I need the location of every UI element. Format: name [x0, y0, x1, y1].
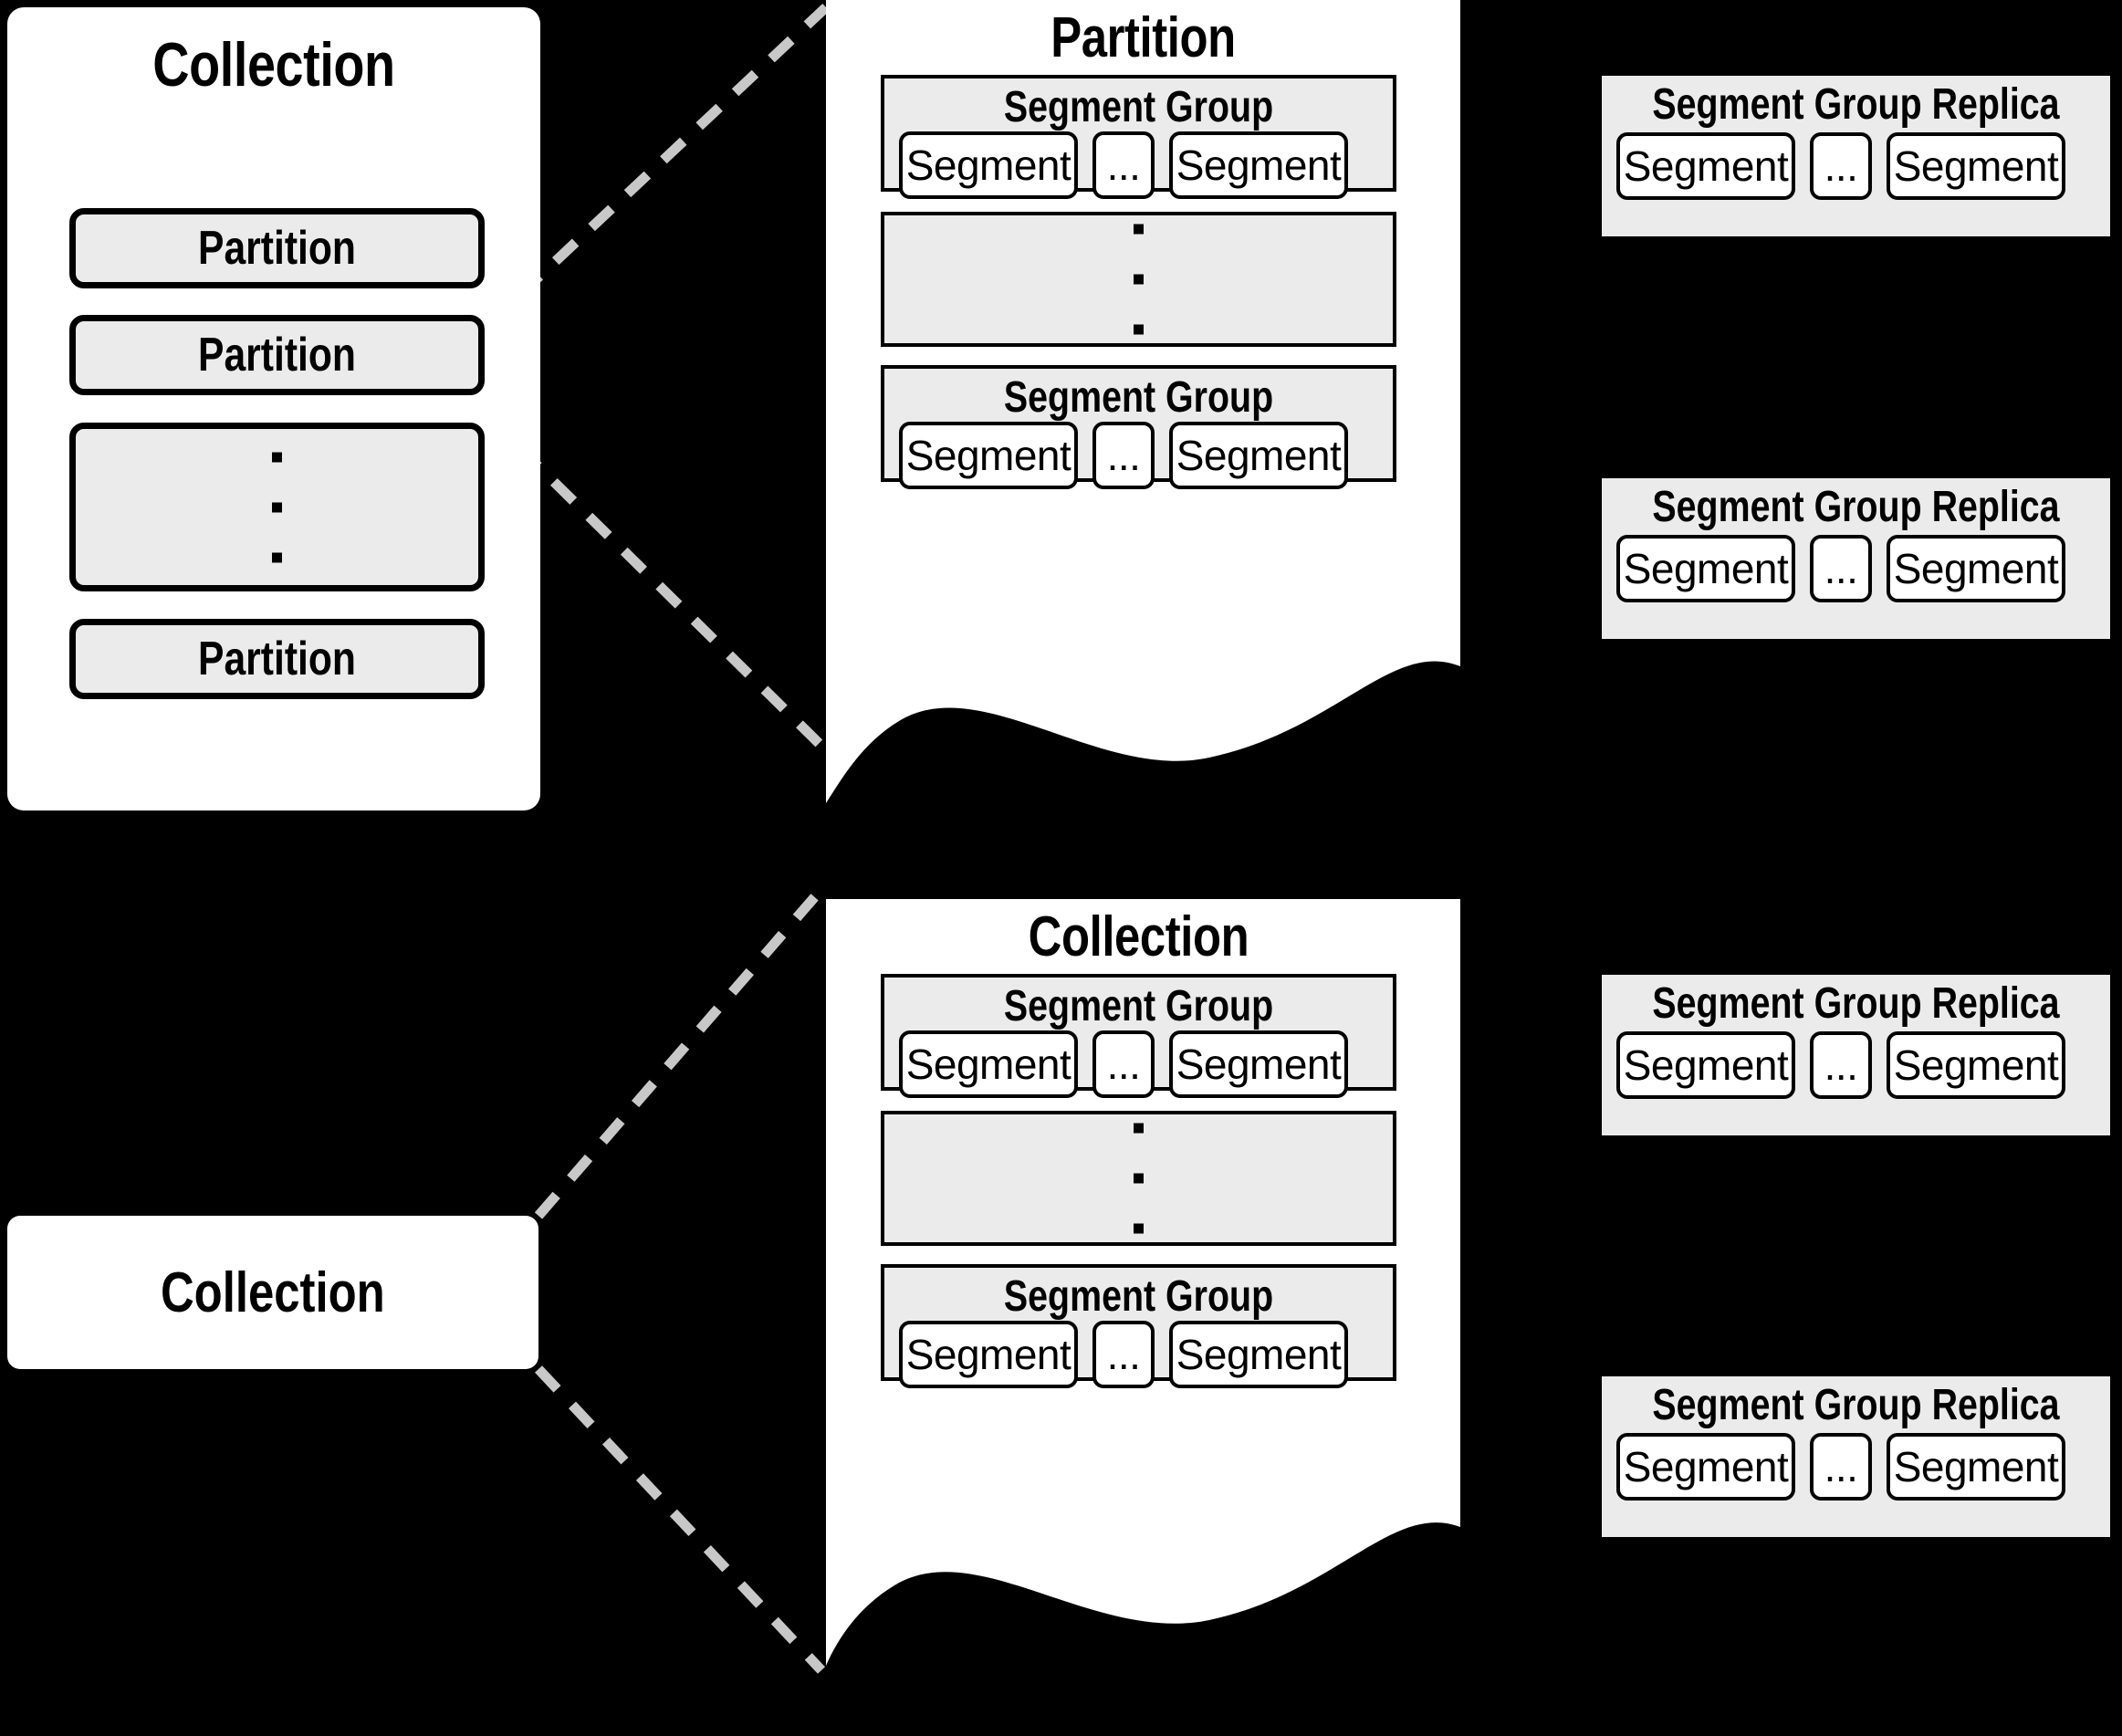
segment-group-replica-title: Segment Group Replica: [1652, 80, 2060, 129]
segment-ellipsis-icon: ...: [1810, 1433, 1872, 1501]
segment-group-ellipsis: [881, 212, 1396, 347]
segment-chip[interactable]: Segment: [1616, 1031, 1795, 1099]
segment-group-3[interactable]: Segment Group Segment ... Segment: [881, 974, 1396, 1098]
partition-row-label: Partition: [198, 222, 356, 275]
segment-ellipsis-icon: ...: [1092, 1030, 1155, 1098]
segment-group-replica-title: Segment Group Replica: [1652, 483, 2060, 531]
collection-node-label: Collection: [161, 1260, 385, 1324]
segment-chip[interactable]: Segment: [1169, 131, 1348, 199]
partition-row-label: Partition: [198, 329, 356, 382]
segment-chip[interactable]: Segment: [1887, 1031, 2065, 1099]
partition-row-2[interactable]: Partition: [69, 315, 485, 395]
collection-panel: Collection Partition Partition Partition: [7, 7, 540, 810]
segment-group-4[interactable]: Segment Group Segment ... Segment: [881, 1264, 1396, 1388]
segment-group-replica-2[interactable]: Segment Group Replica Segment ... Segmen…: [1602, 478, 2110, 639]
segment-ellipsis-icon: ...: [1810, 535, 1872, 602]
segment-chip[interactable]: Segment: [899, 422, 1078, 489]
segment-ellipsis-icon: ...: [1810, 1031, 1872, 1099]
partition-row-ellipsis: [69, 423, 485, 591]
collection-node[interactable]: Collection: [7, 1216, 538, 1369]
segment-chip[interactable]: Segment: [1169, 422, 1348, 489]
segment-chip[interactable]: Segment: [1169, 1321, 1348, 1388]
segment-row: Segment ... Segment: [899, 422, 1348, 489]
segment-chip[interactable]: Segment: [1887, 1433, 2065, 1501]
segment-group-2[interactable]: Segment Group Segment ... Segment: [881, 365, 1396, 489]
collection-panel-title: Collection: [152, 30, 395, 99]
segment-group-title: Segment Group: [1003, 373, 1274, 422]
segment-chip[interactable]: Segment: [1887, 535, 2065, 602]
partition-row-1[interactable]: Partition: [69, 208, 485, 288]
collection-detail-panel-title: Collection: [1028, 905, 1249, 968]
segment-group-replica-3[interactable]: Segment Group Replica Segment ... Segmen…: [1602, 975, 2110, 1135]
segment-ellipsis-icon: ...: [1092, 131, 1155, 199]
segment-chip[interactable]: Segment: [1616, 1433, 1795, 1501]
connector-collection-bottom: [534, 1365, 826, 1674]
segment-group-title: Segment Group: [1003, 83, 1274, 131]
partition-panel: Partition Segment Group Segment ... Segm…: [826, 0, 1460, 826]
collection-detail-panel: Collection Segment Group Segment ... Seg…: [817, 899, 1460, 1736]
partition-panel-title: Partition: [1051, 6, 1236, 69]
partition-row-3[interactable]: Partition: [69, 619, 485, 699]
vertical-ellipsis-icon: [76, 452, 478, 562]
segment-group-1[interactable]: Segment Group Segment ... Segment: [881, 75, 1396, 199]
segment-ellipsis-icon: ...: [1092, 422, 1155, 489]
connector-collection-top: [534, 891, 821, 1219]
segment-row: Segment ... Segment: [1616, 1031, 2065, 1099]
segment-row: Segment ... Segment: [899, 1030, 1348, 1098]
segment-row: Segment ... Segment: [1616, 132, 2065, 200]
segment-row: Segment ... Segment: [899, 1321, 1348, 1388]
segment-chip[interactable]: Segment: [1616, 535, 1795, 602]
segment-chip[interactable]: Segment: [1169, 1030, 1348, 1098]
segment-group-replica-title: Segment Group Replica: [1652, 1381, 2060, 1429]
segment-chip[interactable]: Segment: [899, 1030, 1078, 1098]
segment-row: Segment ... Segment: [899, 131, 1348, 199]
segment-ellipsis-icon: ...: [1092, 1321, 1155, 1388]
segment-chip[interactable]: Segment: [899, 131, 1078, 199]
partition-row-label: Partition: [198, 633, 356, 685]
vertical-ellipsis-icon: [884, 224, 1393, 335]
segment-ellipsis-icon: ...: [1810, 132, 1872, 200]
segment-group-title: Segment Group: [1003, 1272, 1274, 1321]
segment-group-replica-1[interactable]: Segment Group Replica Segment ... Segmen…: [1602, 76, 2110, 236]
segment-group-replica-title: Segment Group Replica: [1652, 979, 2060, 1028]
segment-group-replica-4[interactable]: Segment Group Replica Segment ... Segmen…: [1602, 1376, 2110, 1537]
vertical-ellipsis-icon: [884, 1123, 1393, 1234]
segment-group-ellipsis: [881, 1111, 1396, 1246]
segment-group-title: Segment Group: [1003, 982, 1274, 1030]
segment-row: Segment ... Segment: [1616, 535, 2065, 602]
segment-row: Segment ... Segment: [1616, 1433, 2065, 1501]
segment-chip[interactable]: Segment: [1616, 132, 1795, 200]
segment-chip[interactable]: Segment: [899, 1321, 1078, 1388]
segment-chip[interactable]: Segment: [1887, 132, 2065, 200]
